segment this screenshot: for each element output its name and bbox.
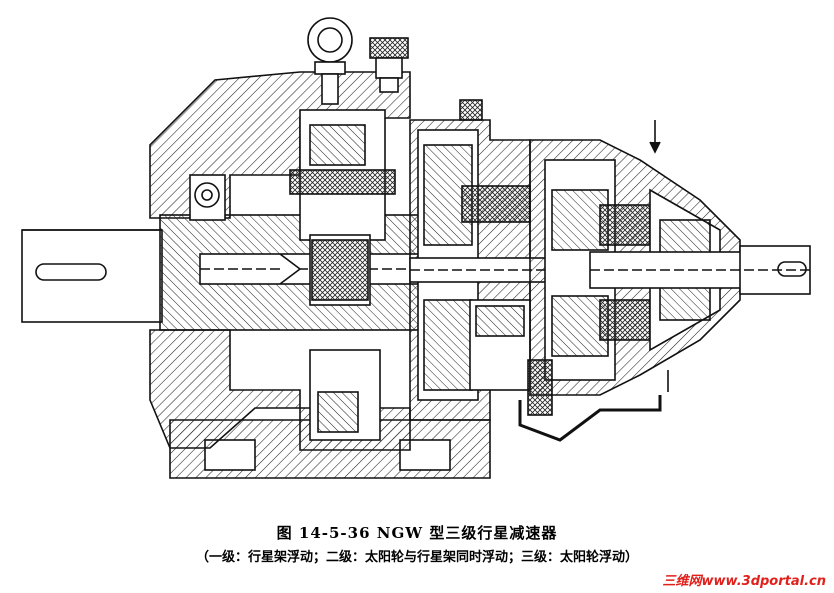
drain-pipe <box>518 395 662 442</box>
reducer-section-drawing <box>21 17 812 479</box>
watermark: 三维网www.3dportal.cn <box>662 574 826 589</box>
oil-plug <box>369 37 409 59</box>
figure-caption-subtitle: （一级：行星架浮动；二级：太阳轮与行星架同时浮动；三级：太阳轮浮动） <box>195 550 638 565</box>
figure-caption-title: 图 14-5-36 NGW 型三级行星减速器 <box>276 524 558 542</box>
